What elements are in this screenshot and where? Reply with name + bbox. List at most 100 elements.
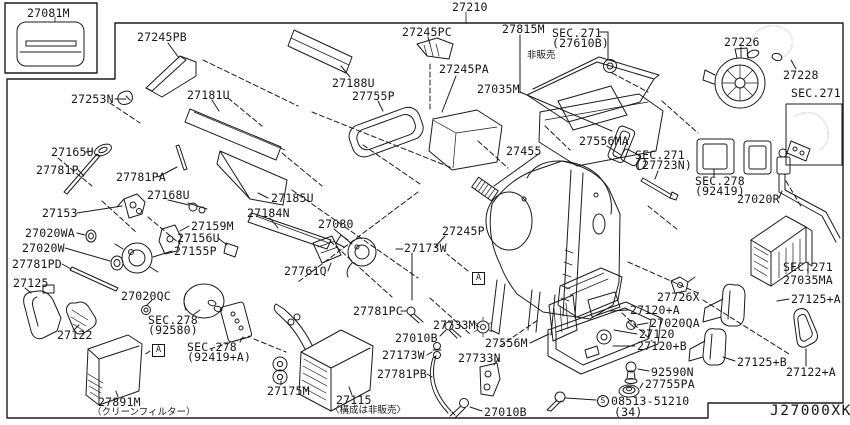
label-sec278-92580-line1: SEC.278 xyxy=(148,313,198,327)
label-27755P: 27755P xyxy=(352,89,395,103)
label-27781PC: 27781PC xyxy=(353,304,403,318)
label-27020WA: 27020WA xyxy=(25,226,75,240)
label-27020QC: 27020QC xyxy=(121,289,171,303)
label-inset-27081M: 27081M xyxy=(27,6,70,20)
label-27228: 27228 xyxy=(783,68,819,82)
label-27020R: 27020R xyxy=(737,192,780,206)
label-27755PA: 27755PA xyxy=(645,377,695,391)
heater-core-drawing xyxy=(273,303,374,412)
label-figure-code: J27000XK xyxy=(770,403,850,419)
label-27245PB: 27245PB xyxy=(137,30,187,44)
intake-box-drawing xyxy=(526,56,664,167)
label-27125B: 27125+B xyxy=(737,355,787,369)
inset-box xyxy=(4,2,98,74)
label-callout-27210: 27210 xyxy=(452,0,488,14)
label-clean-filter-note: （クリーンフィルター） xyxy=(92,407,196,418)
label-sec278-92419-line2: (92419) xyxy=(695,184,745,198)
label-27556MA: 27556MA xyxy=(579,134,629,148)
assembly-dash-lines xyxy=(57,59,803,356)
diagram-border xyxy=(4,2,844,419)
leader-lines xyxy=(24,31,809,412)
label-27173W-1: 27173W xyxy=(404,241,447,255)
heater-unit-drawing xyxy=(485,148,679,336)
label-27175M: 27175M xyxy=(267,384,310,398)
label-92590N: 92590N xyxy=(651,365,694,379)
label-27226: 27226 xyxy=(724,35,760,49)
label-27245PC: 27245PC xyxy=(402,25,452,39)
label-27181U: 27181U xyxy=(187,88,230,102)
right-side-drawings xyxy=(670,138,841,366)
label-27245P: 27245P xyxy=(442,224,485,238)
label-sec278-92580-line2: (92580) xyxy=(148,323,198,337)
bottom-left-drawings xyxy=(23,283,374,412)
label-27733N: 27733N xyxy=(458,351,501,365)
label-screw-08513-51210: 08513-51210 xyxy=(611,394,690,408)
label-sec271-27610b-line1: SEC.271 xyxy=(552,26,602,40)
label-27122A: 27122+A xyxy=(786,365,836,379)
label-27035M: 27035M xyxy=(477,82,520,96)
label-27153: 27153 xyxy=(42,206,78,220)
center-actuator-drawings xyxy=(312,176,499,278)
label-27726X: 27726X xyxy=(657,290,700,304)
label-27188U: 27188U xyxy=(332,76,375,90)
label-27781PD: 27781PD xyxy=(12,257,62,271)
label-27168U: 27168U xyxy=(147,188,190,202)
label-27080: 27080 xyxy=(318,217,354,231)
label-screw-qty: (34) xyxy=(614,405,643,419)
label-27173W-2: 27173W xyxy=(382,348,425,362)
label-27125: 27125 xyxy=(13,276,49,290)
label-27185U: 27185U xyxy=(271,191,314,205)
label-27115: 27115 xyxy=(336,393,372,407)
label-sec271-27723n-line1: SEC.271 xyxy=(635,148,685,162)
label-view-marker-a-center: A xyxy=(472,272,486,285)
label-27253N: 27253N xyxy=(71,92,114,106)
label-27125A: 27125+A xyxy=(791,292,841,306)
label-27761Q: 27761Q xyxy=(284,264,327,278)
label-27781PB: 27781PB xyxy=(377,367,427,381)
label-27184N: 27184N xyxy=(247,206,290,220)
label-27120A: 27120+A xyxy=(630,303,680,317)
label-view-marker-a-left: A xyxy=(152,344,166,357)
label-27781PA: 27781PA xyxy=(116,170,166,184)
label-27020W: 27020W xyxy=(22,241,65,255)
label-not-sold-top: 非販売 xyxy=(527,50,556,61)
label-27120: 27120 xyxy=(639,327,675,341)
label-27020QA: 27020QA xyxy=(650,316,700,330)
mounting-bracket-drawings xyxy=(546,267,662,412)
hose-drawing-27228 xyxy=(746,25,794,62)
label-27245PA: 27245PA xyxy=(439,62,489,76)
label-27455: 27455 xyxy=(506,144,542,158)
label-components-not-sold-note: 〈構成は非販売〉 xyxy=(330,405,407,416)
label-27556M: 27556M xyxy=(485,336,528,350)
sec271-hose-inset-drawing xyxy=(785,103,843,166)
label-27781P: 27781P xyxy=(36,163,79,177)
label-sec271-27723n-line2: (27723N) xyxy=(635,158,692,172)
label-27165U: 27165U xyxy=(51,145,94,159)
label-sec271-evap: SEC.271 xyxy=(783,260,833,274)
label-27815M: 27815M xyxy=(502,22,545,36)
top-row-drawings xyxy=(117,11,664,171)
label-sec278-92419a-line2: (92419+A) xyxy=(187,350,252,364)
label-27159M: 27159M xyxy=(191,219,234,233)
control-unit-drawing xyxy=(16,16,85,67)
label-27733M: 27733M xyxy=(433,318,476,332)
label-27122: 27122 xyxy=(57,328,93,342)
label-sec278-92419-line1: SEC.278 xyxy=(695,174,745,188)
evaporator-drawing xyxy=(750,215,813,287)
label-screw-symbol: S xyxy=(597,395,609,407)
bottom-center-drawings xyxy=(406,306,501,419)
label-27120B: 27120+B xyxy=(637,339,687,353)
label-sec278-92419a-line1: SEC.278 xyxy=(187,340,237,354)
blower-motor-drawing xyxy=(702,47,766,109)
label-sec271-hose-box: SEC.271 xyxy=(791,86,841,100)
label-27891M: 27891M xyxy=(98,395,141,409)
label-27010B-2: 27010B xyxy=(484,405,527,419)
label-sec271-27610b-line2: (27610B) xyxy=(552,36,609,50)
label-27156U: 27156U xyxy=(177,231,220,245)
label-27035MA: 27035MA xyxy=(783,273,833,287)
left-linkage-drawings xyxy=(63,143,332,292)
label-27155P: 27155P xyxy=(174,244,217,258)
